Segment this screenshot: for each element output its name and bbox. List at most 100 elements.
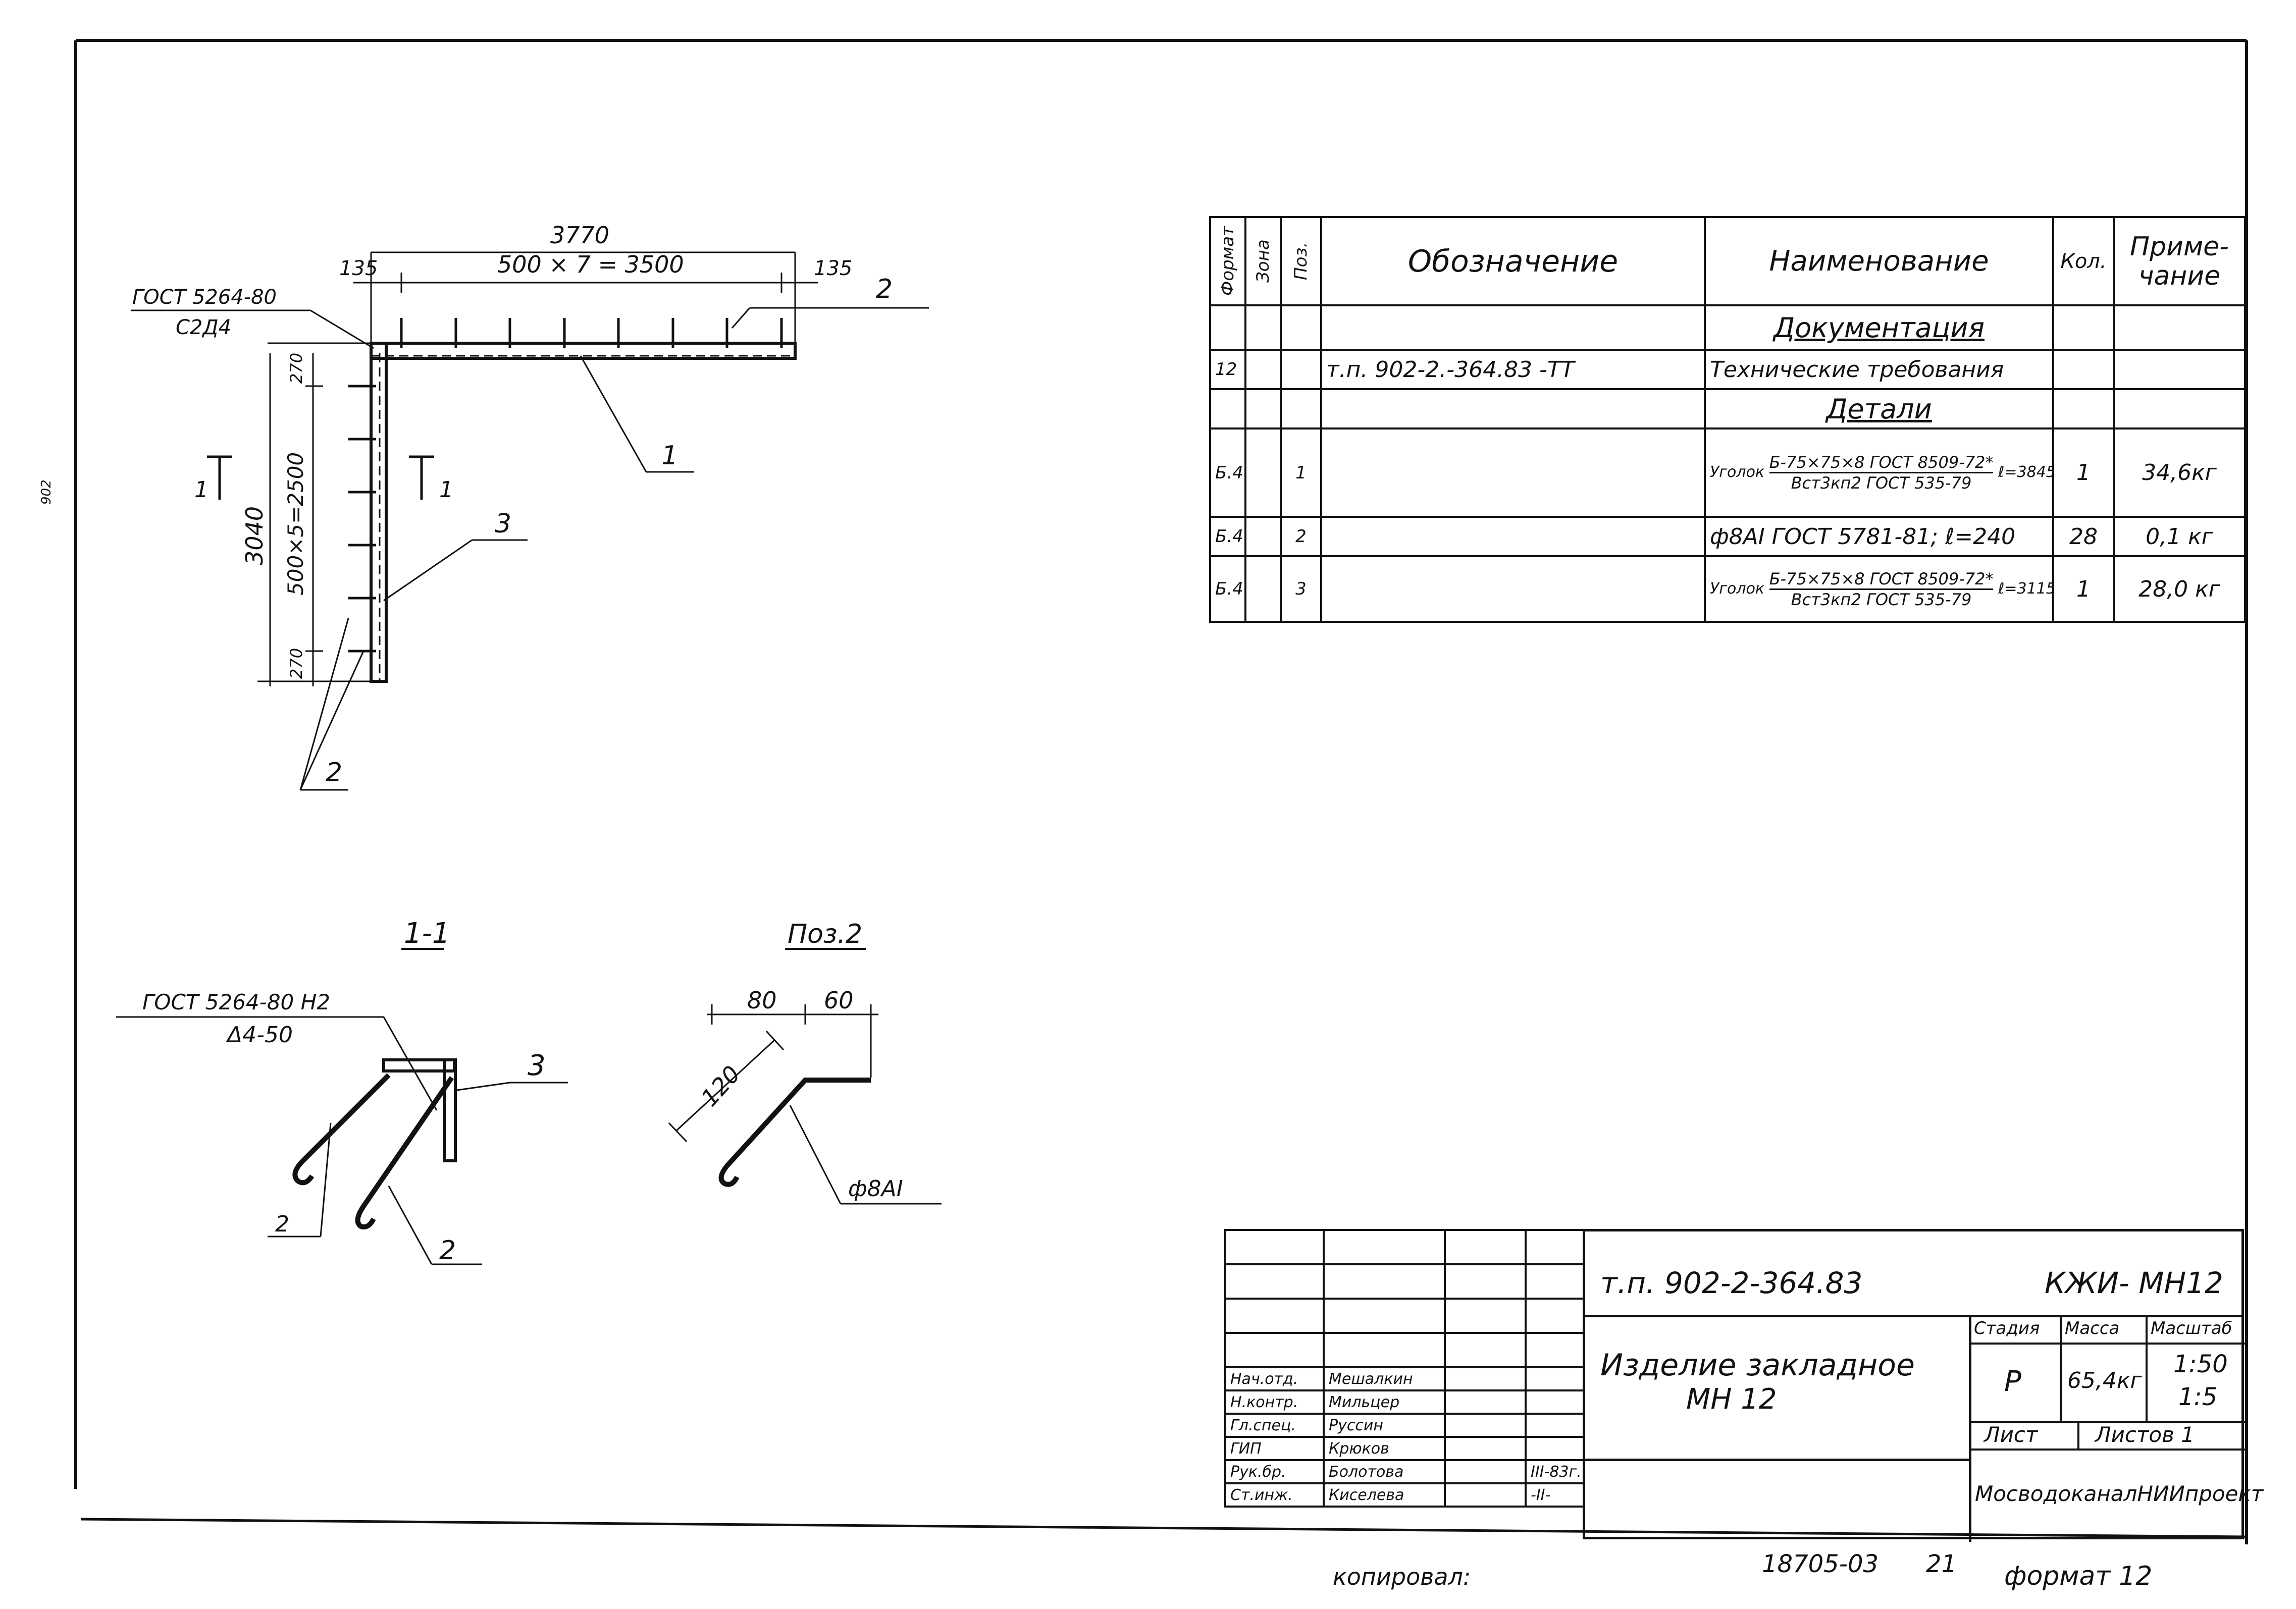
dim-spacing-left: 500×5=2500 xyxy=(283,452,308,596)
row1-name: Уголок Б-75×75×8 ГОСТ 8509-72* Вст3кп2 Г… xyxy=(1704,427,2054,518)
doc-number: т.п. 902-2-364.83 xyxy=(1600,1266,1863,1300)
bar-label: ф8АI xyxy=(848,1176,903,1202)
dim-right-end: 135 xyxy=(814,257,852,280)
section-mark-left: 1 xyxy=(194,455,232,503)
row-tt-designation: т.п. 902-2.-364.83 -ТТ xyxy=(1320,349,1706,390)
callout-2-left: 2 xyxy=(326,758,342,788)
spec-row-3: Б.4 3 Уголок Б-75×75×8 ГОСТ 8509-72* Вст… xyxy=(1209,555,2246,623)
row3-prefix: Уголок xyxy=(1710,579,1765,598)
mass-label: Масса xyxy=(2065,1318,2120,1338)
dim-270-top: 270 xyxy=(287,353,306,384)
staff-row: Гл.спец. Руссин xyxy=(1224,1413,1585,1438)
row3-format: Б.4 xyxy=(1209,555,1246,623)
sheets-label: Листов 1 xyxy=(2095,1422,2195,1447)
dim-120: 120 xyxy=(696,1060,746,1111)
hdr-note: Приме- чание xyxy=(2113,216,2246,306)
row2-pos: 2 xyxy=(1280,516,1322,557)
dim-left-end: 135 xyxy=(339,257,378,280)
spec-row-parts: Детали xyxy=(1209,388,2246,430)
top-bars xyxy=(400,318,783,348)
dim-total-left: 3040 xyxy=(241,506,268,565)
title-line-2: МН 12 xyxy=(1686,1383,1777,1416)
section-callout-2a: 2 xyxy=(275,1211,289,1237)
footer-copied: копировал: xyxy=(1333,1563,1471,1590)
callout-3: 3 xyxy=(495,509,511,539)
gost-weld-2b: Δ4-50 xyxy=(226,1022,293,1048)
dim-total-top: 3770 xyxy=(550,222,609,249)
spec-row-docs: Документация xyxy=(1209,304,2246,351)
dim-270-bottom: 270 xyxy=(287,648,306,679)
row3-name: Уголок Б-75×75×8 ГОСТ 8509-72* Вст3кп2 Г… xyxy=(1704,555,2054,623)
dim-spacing-top: 500 × 7 = 3500 xyxy=(497,251,684,278)
row1-note: 34,6кг xyxy=(2113,427,2246,518)
footer-number: 18705-03 xyxy=(1762,1550,1878,1578)
gost-weld-1b: С2Д4 xyxy=(176,316,231,339)
hdr-format: Формат xyxy=(1210,217,1245,305)
section-title: 1-1 xyxy=(404,917,450,950)
hdr-qty: Кол. xyxy=(2052,216,2115,306)
row3-qty: 1 xyxy=(2052,555,2115,623)
row1-qty: 1 xyxy=(2052,427,2115,518)
callout-1: 1 xyxy=(661,441,678,471)
staff-row: Н.контр. Мильцер xyxy=(1224,1389,1585,1415)
scale-label: Масштаб xyxy=(2151,1318,2232,1338)
row3-len: ℓ=3115 xyxy=(1998,579,2053,598)
mass-value: 65,4кг xyxy=(2067,1368,2142,1393)
svg-text:1: 1 xyxy=(439,477,453,503)
scale-value-1: 1:50 xyxy=(2173,1350,2228,1378)
row1-prefix: Уголок xyxy=(1710,463,1765,481)
plan-view: 3770 500 × 7 = 3500 135 135 3040 500×5=2… xyxy=(131,222,929,791)
sheet-frame xyxy=(74,39,2248,1544)
signature xyxy=(1444,1389,1527,1415)
hdr-designation: Обозначение xyxy=(1320,216,1706,306)
section-docs: Документация xyxy=(1704,304,2054,351)
row3-top: Б-75×75×8 ГОСТ 8509-72* xyxy=(1769,569,1994,590)
row1-top: Б-75×75×8 ГОСТ 8509-72* xyxy=(1769,453,1994,473)
row2-name: ф8АI ГОСТ 5781-81; ℓ=240 xyxy=(1704,516,2054,557)
row1-pos: 1 xyxy=(1280,427,1322,518)
dim-60: 60 xyxy=(824,987,854,1014)
row3-note: 28,0 кг xyxy=(2113,555,2246,623)
section-callout-2b: 2 xyxy=(439,1236,456,1266)
row-tt-name: Технические требования xyxy=(1704,349,2054,390)
staff-row: Рук.бр. Болотова III-83г. xyxy=(1224,1459,1585,1484)
hdr-note-1: Приме- xyxy=(2130,231,2229,262)
row1-bottom: Вст3кп2 ГОСТ 535-79 xyxy=(1791,473,1972,493)
hdr-note-2: чание xyxy=(2138,260,2221,291)
specification-table: Формат Зона Поз. Обозначение Наименовани… xyxy=(1209,216,2246,623)
staff-row: Ст.инж. Киселева -II- xyxy=(1224,1482,1585,1508)
svg-text:1: 1 xyxy=(194,477,208,503)
row1-len: ℓ=3845 xyxy=(1998,463,2053,481)
pos-2-detail: Поз.2 80 60 120 ф8АI xyxy=(668,919,942,1205)
row3-pos: 3 xyxy=(1280,555,1322,623)
signature xyxy=(1444,1482,1527,1508)
section-parts: Детали xyxy=(1704,388,2054,430)
row-tt-format: 12 xyxy=(1209,349,1246,390)
org-name: МосводоканалНИИпроект xyxy=(1975,1481,2264,1506)
section-mark-right: 1 xyxy=(409,455,453,503)
footer-sheet: 21 xyxy=(1926,1550,1957,1578)
row1-format: Б.4 xyxy=(1209,427,1246,518)
margin-note: 902 xyxy=(39,479,54,505)
signature xyxy=(1444,1366,1527,1391)
spec-header-row: Формат Зона Поз. Обозначение Наименовани… xyxy=(1210,216,2246,306)
pos2-title: Поз.2 xyxy=(788,919,862,949)
hdr-zone: Зона xyxy=(1245,217,1281,305)
stage-label: Стадия xyxy=(1974,1318,2040,1338)
doc-code: КЖИ- МН12 xyxy=(2045,1266,2223,1300)
dim-80: 80 xyxy=(747,987,777,1014)
hdr-pos: Поз. xyxy=(1281,217,1321,305)
staff-row: Нач.отд. Мешалкин xyxy=(1224,1366,1585,1391)
row2-format: Б.4 xyxy=(1209,516,1246,557)
signature xyxy=(1444,1413,1527,1438)
title-line-1: Изделие закладное xyxy=(1600,1348,1915,1383)
callout-2-top: 2 xyxy=(876,274,893,304)
spec-row-1: Б.4 1 Уголок Б-75×75×8 ГОСТ 8509-72* Вст… xyxy=(1209,427,2246,518)
staff-row: ГИП Крюков xyxy=(1224,1436,1585,1461)
signature xyxy=(1444,1459,1527,1484)
row3-bottom: Вст3кп2 ГОСТ 535-79 xyxy=(1791,589,1972,609)
gost-weld-2: ГОСТ 5264-80 Н2 xyxy=(142,990,330,1014)
hdr-name: Наименование xyxy=(1704,216,2054,306)
title-block-main: т.п. 902-2-364.83 КЖИ- МН12 Изделие закл… xyxy=(1583,1229,2263,1542)
